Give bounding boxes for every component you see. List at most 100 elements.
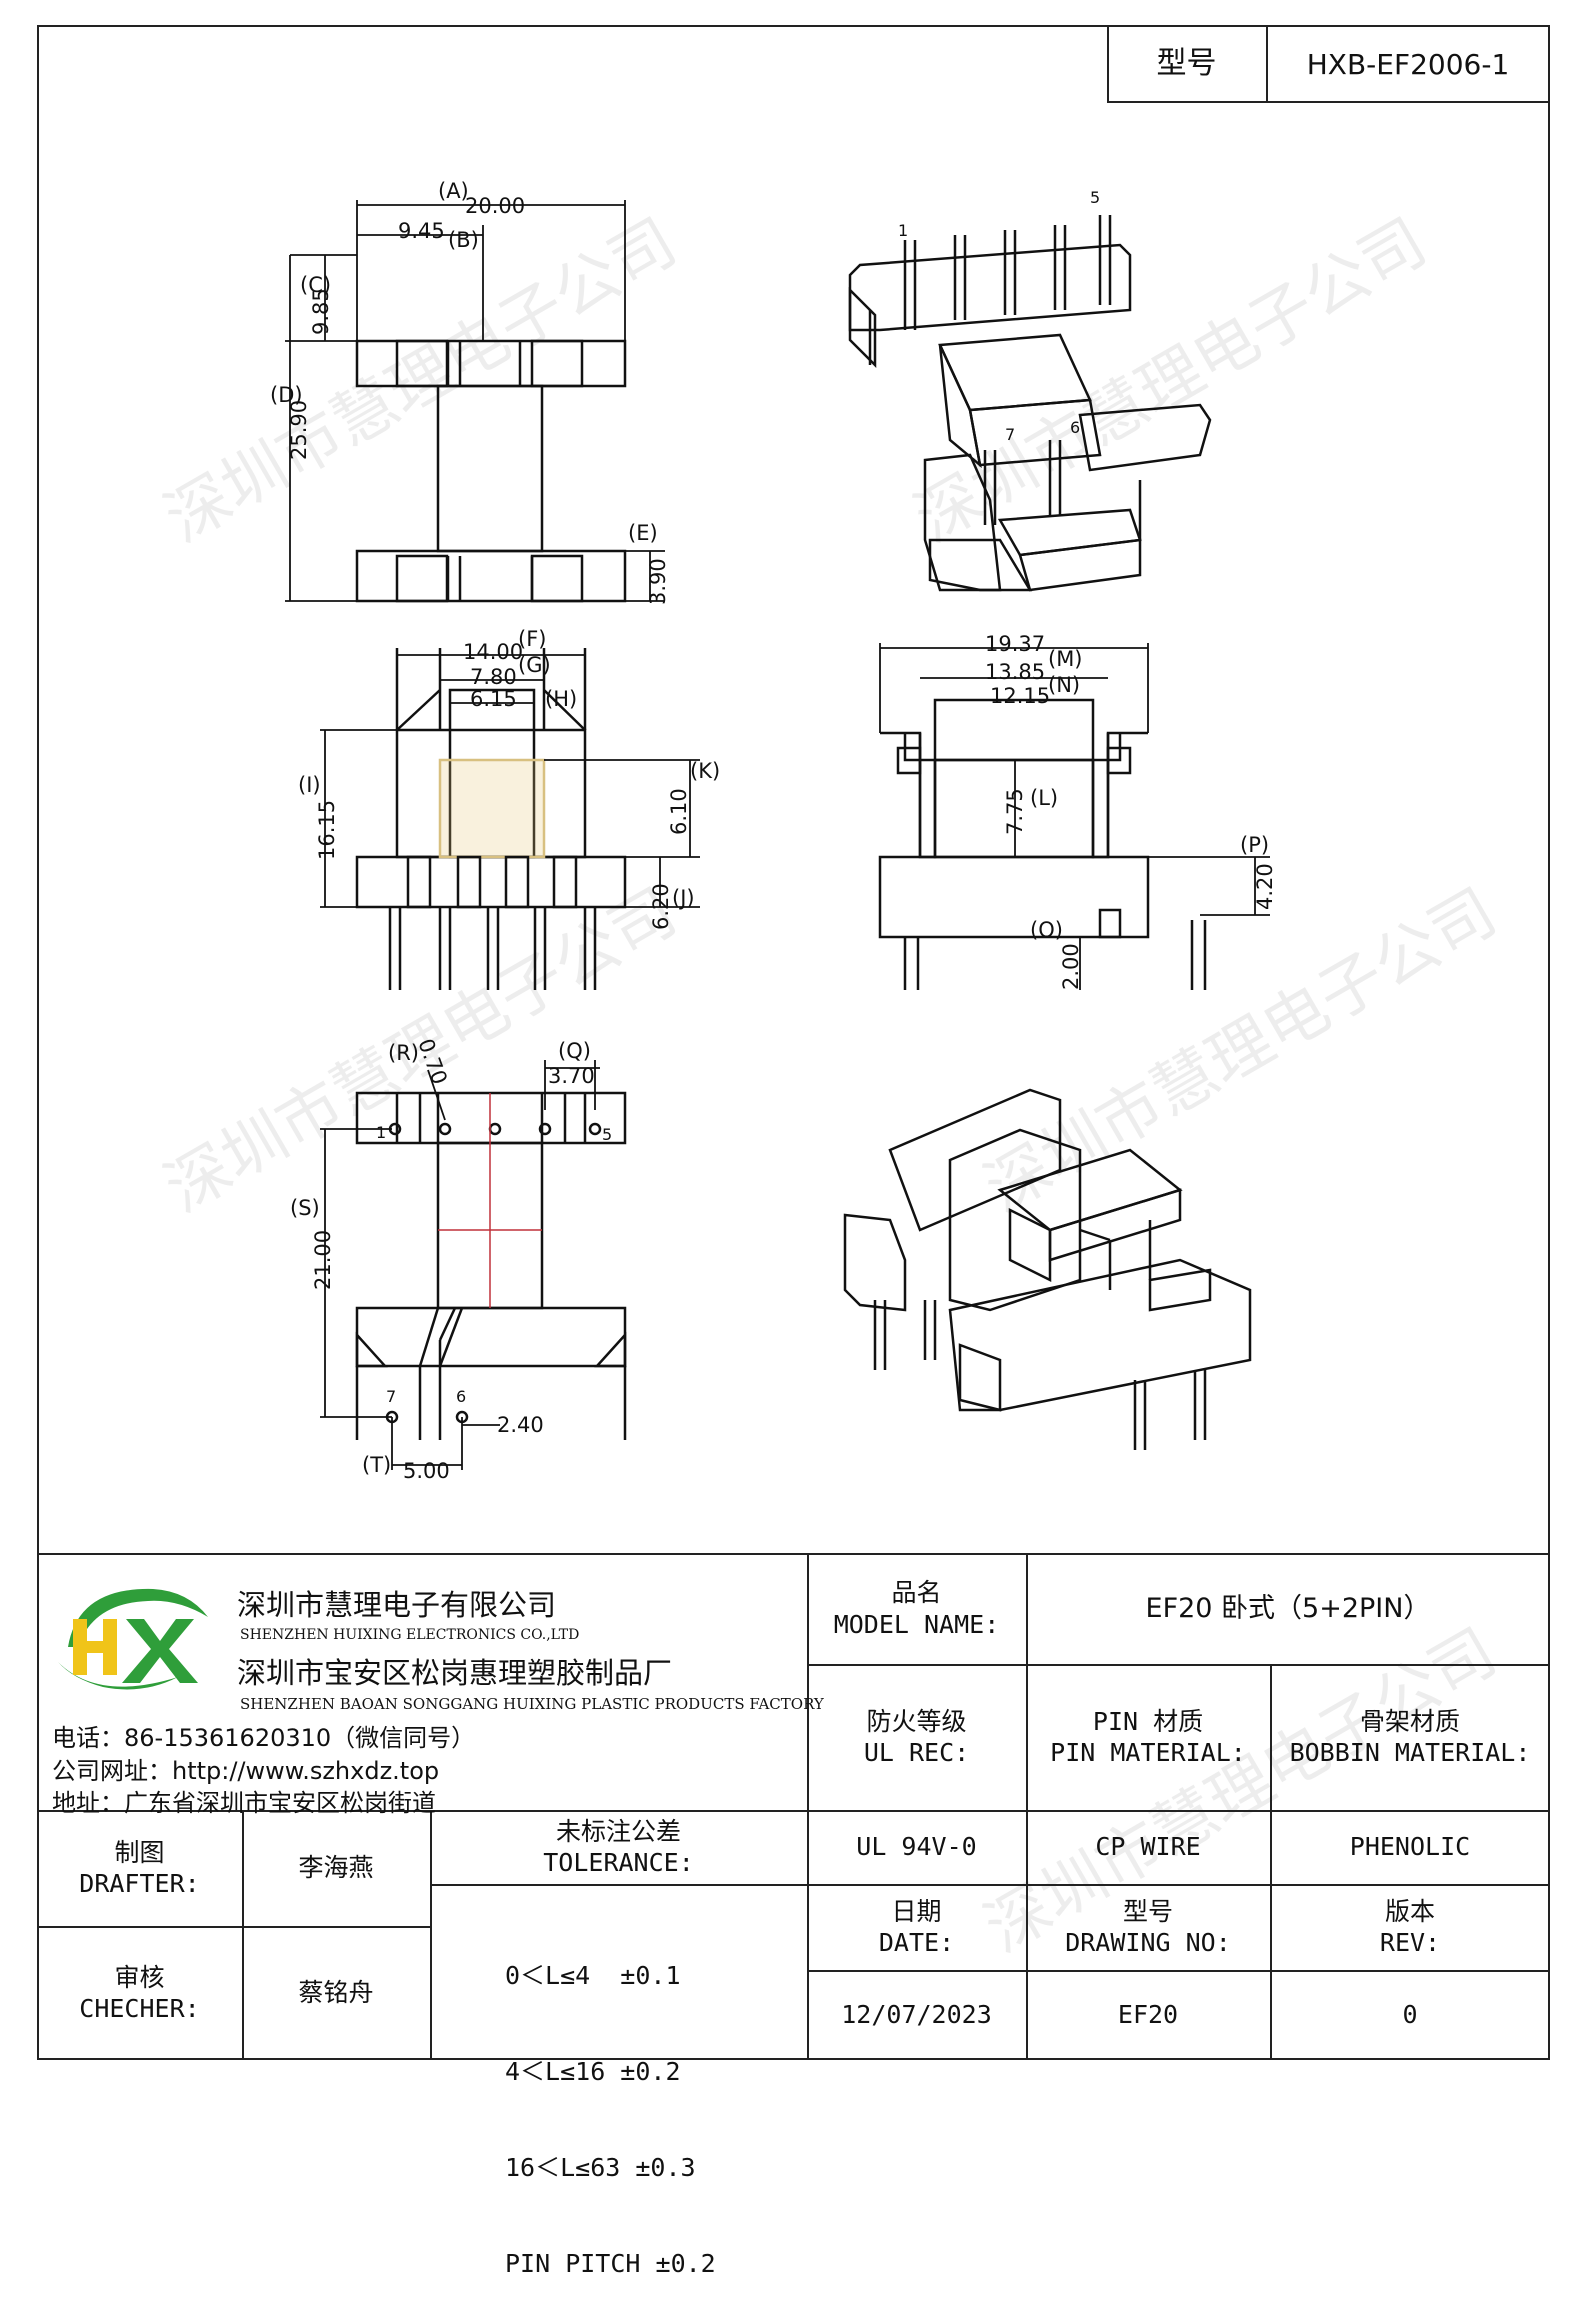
header-model-label: 型号 [1156, 46, 1217, 82]
dim-d-value: 25.90 [287, 400, 311, 460]
dim-r-letter: (R) [388, 1041, 419, 1065]
dim-t-letter: (T) [362, 1453, 391, 1477]
drafter-label: 制图 DRAFTER: [37, 1810, 242, 1926]
bobbin-material-value: PHENOLIC [1349, 1832, 1471, 1862]
tolerance-cn: 未标注公差 [555, 1816, 681, 1846]
dim-f-letter: (F) [518, 627, 546, 651]
iso-pin-6: 6 [1070, 418, 1080, 437]
dim-a-letter: (A) [438, 179, 469, 203]
pin-label-1: 1 [376, 1123, 386, 1142]
pin-label-6: 6 [456, 1387, 466, 1406]
rev-label: 版本 REV: [1270, 1884, 1550, 1970]
drawing-frame [37, 25, 1550, 2060]
isometric-top [848, 215, 1212, 592]
date-cn: 日期 [891, 1896, 942, 1926]
drawing-no-label: 型号 DRAWING NO: [1026, 1884, 1270, 1970]
drafter-cn: 制图 [114, 1837, 165, 1867]
dim-e-letter: (E) [628, 521, 658, 545]
company-logo [58, 1588, 208, 1690]
dim-n-value: 12.15 [990, 684, 1050, 708]
model-name-en: MODEL NAME: [833, 1609, 1000, 1639]
header-model-value: HXB-EF2006-1 [1306, 47, 1510, 81]
dim-h-letter: (H) [545, 687, 577, 711]
bobbin-material-en: BOBBIN MATERIAL: [1289, 1738, 1531, 1767]
model-name-cn: 品名 [891, 1578, 942, 1608]
dim-l-value: 7.75 [1003, 788, 1027, 835]
top-view [355, 339, 627, 603]
dim-c-value: 9.85 [309, 288, 333, 335]
dim-c-letter: (C) [300, 273, 331, 297]
checker-label: 审核 CHECHER: [37, 1926, 242, 2060]
company-name-cn: 深圳市慧理电子有限公司 [237, 1588, 557, 1622]
ul-rec-label: 防火等级 UL REC: [807, 1664, 1026, 1810]
dim-i-letter: (I) [298, 773, 321, 797]
iso-pin-7: 7 [1005, 425, 1015, 444]
dim-d-letter: (D) [270, 383, 303, 407]
bottom-view [355, 1091, 627, 1440]
bobbin-material-label: 骨架材质 BOBBIN MATERIAL: [1270, 1664, 1550, 1810]
dim-l-letter: (L) [1030, 786, 1058, 810]
pin-material-en: PIN MATERIAL: [1050, 1738, 1246, 1767]
dim-s-letter: (S) [290, 1196, 320, 1220]
iso-pin-5: 5 [1090, 188, 1100, 207]
company-name-en: SHENZHEN HUIXING ELECTRONICS CO.,LTD [240, 1627, 580, 1643]
ul-value: UL 94V-0 [856, 1832, 977, 1862]
technical-drawing: (A) 20.00 9.45 (B) (C) 9.85 (D) 25.90 (E… [270, 179, 1277, 1483]
drawing-no-cn: 型号 [1122, 1896, 1173, 1926]
date-value: 12/07/2023 [841, 2000, 992, 2030]
dim-b-value: 9.45 [398, 219, 445, 243]
dim-q-value: 3.70 [548, 1064, 595, 1088]
tolerance-line-4: PIN PITCH ±0.2 [505, 2249, 716, 2278]
dim-b-letter: (B) [448, 228, 479, 252]
drawing-no-en: DRAWING NO: [1065, 1928, 1231, 1957]
dim-r-value: 0.70 [413, 1036, 452, 1088]
date-en: DATE: [878, 1928, 955, 1957]
header-model-box [1107, 25, 1550, 103]
dim-j-value: 6.20 [649, 883, 673, 930]
dim-i-value: 16.15 [315, 800, 339, 860]
ul-rec-cn: 防火等级 [866, 1706, 967, 1736]
checker-cn: 审核 [114, 1962, 165, 1992]
bobbin-material-cn: 骨架材质 [1359, 1706, 1460, 1736]
checker-name: 蔡铭舟 [298, 1978, 374, 2008]
isometric-bottom [843, 1088, 1252, 1450]
dim-m-value: 13.85 [985, 660, 1045, 684]
rev-cn: 版本 [1384, 1896, 1435, 1926]
pin-material-label: PIN 材质 PIN MATERIAL: [1026, 1664, 1270, 1810]
company-phone: 电话：86-15361620310（微信同号） [52, 1724, 476, 1752]
dim-s-value: 21.00 [311, 1230, 335, 1290]
dim-g-value: 7.80 [470, 665, 517, 689]
dim-n-letter: (N) [1048, 673, 1080, 697]
ul-rec-en: UL REC: [863, 1738, 970, 1767]
pin-material-cn: PIN 材质 [1092, 1706, 1204, 1736]
checker-en: CHECHER: [79, 1994, 200, 2023]
dim-m-top-value: 19.37 [985, 632, 1045, 656]
company-address: 地址：广东省深圳市宝安区松岗街道 [52, 1789, 436, 1817]
model-name-label: 品名 MODEL NAME: [807, 1553, 1026, 1664]
dim-f-value: 14.00 [463, 640, 523, 664]
dim-p-letter: (P) [1240, 833, 1269, 857]
pin-material-value: CP WIRE [1095, 1832, 1201, 1862]
dim-u-value: 2.40 [497, 1413, 544, 1437]
dim-e-value: 3.90 [646, 558, 670, 605]
dim-o-letter: (O) [1030, 918, 1063, 942]
pin-label-7: 7 [386, 1387, 396, 1406]
factory-name-en: SHENZHEN BAOAN SONGGANG HUIXING PLASTIC … [240, 1695, 824, 1713]
rev-en: REV: [1379, 1928, 1441, 1957]
drafter-name: 李海燕 [298, 1853, 374, 1883]
drawing-no-value: EF20 [1117, 2000, 1179, 2030]
dim-m-letter: (M) [1048, 647, 1083, 671]
tolerance-line-1: 0＜L≤4 ±0.1 [505, 1961, 681, 1990]
dim-g-letter: (G) [518, 653, 551, 677]
drafter-en: DRAFTER: [79, 1869, 200, 1898]
factory-name-cn: 深圳市宝安区松岗惠理塑胶制品厂 [237, 1656, 673, 1690]
dim-o-value: 2.00 [1059, 943, 1083, 990]
date-label: 日期 DATE: [807, 1884, 1026, 1970]
dim-a-value: 20.00 [465, 194, 525, 218]
tolerance-values: 0＜L≤4 ±0.1 4＜L≤16 ±0.2 16＜L≤63 ±0.3 PIN … [505, 1896, 716, 2312]
rev-value: 0 [1402, 2000, 1418, 2030]
dim-h-value: 6.15 [470, 687, 517, 711]
tolerance-label: 未标注公差 TOLERANCE: [430, 1810, 807, 1884]
pin-label-5: 5 [602, 1125, 612, 1144]
iso-pin-1: 1 [898, 221, 908, 240]
